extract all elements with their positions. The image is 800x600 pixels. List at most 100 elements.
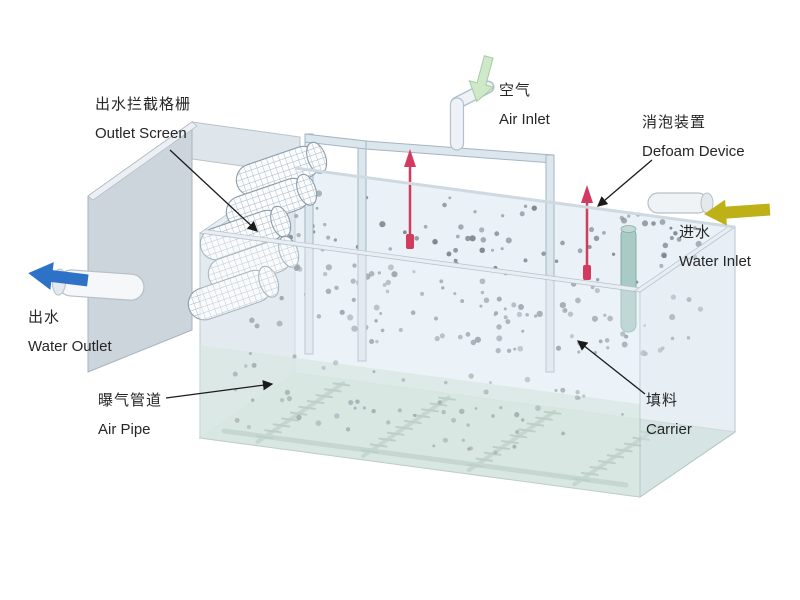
carrier-dot <box>574 395 580 401</box>
carrier-dot <box>374 319 378 323</box>
carrier-dot <box>371 408 376 414</box>
carrier-dot <box>251 362 257 368</box>
carrier-dot <box>316 314 322 319</box>
air-pipe-segment <box>420 408 439 413</box>
carrier-dot <box>500 214 505 218</box>
carrier-dot <box>451 417 457 423</box>
carrier-dot <box>296 414 302 421</box>
air-pipe-segment <box>255 435 274 440</box>
carrier-dot <box>569 334 574 339</box>
carrier-dot <box>234 417 240 423</box>
carrier-dot <box>460 299 465 303</box>
carrier-dot <box>441 409 446 415</box>
carrier-dot <box>323 222 327 227</box>
leader-air-pipe <box>165 380 274 399</box>
defoam-device-2 <box>581 185 593 280</box>
carrier-dot <box>598 339 603 344</box>
carrier-dot <box>505 319 511 325</box>
carrier-dot <box>496 296 502 302</box>
carrier-dot <box>465 331 471 337</box>
carrier-dot <box>534 314 538 318</box>
carrier-dot <box>495 347 501 354</box>
air-pipe-segment <box>289 411 308 416</box>
carrier-dot <box>368 271 375 277</box>
water-inlet-pipe <box>647 192 714 214</box>
carrier-dot <box>560 240 565 246</box>
carrier-dot <box>523 258 528 263</box>
air-pipe-segment <box>535 416 553 421</box>
carrier-dot <box>412 270 416 274</box>
label-air-inlet-en: Air Inlet <box>499 111 550 128</box>
carrier-dot <box>339 309 345 315</box>
carrier-dot <box>515 430 520 435</box>
carrier-dot <box>595 277 600 282</box>
carrier-dot <box>325 264 332 271</box>
carrier-dot <box>315 420 322 426</box>
carrier-dot <box>345 427 351 432</box>
air-pipe-segment <box>438 396 456 401</box>
carrier-dot <box>483 389 489 395</box>
air-pipe-segment <box>526 422 545 427</box>
carrier-dot <box>279 397 285 403</box>
carrier-dot <box>352 263 357 268</box>
back-rim <box>294 166 736 229</box>
air-pipe-segment <box>281 417 299 422</box>
carrier-dot <box>442 437 448 443</box>
air-pipe-segment <box>606 454 625 459</box>
air-pipe-segment <box>332 382 351 387</box>
carrier-dot <box>250 398 255 402</box>
carrier-dot <box>511 302 517 308</box>
label-air-pipe-en: Air Pipe <box>98 421 151 438</box>
air-pipe-segment <box>466 463 485 468</box>
carrier-dot <box>469 235 476 242</box>
carrier-dot <box>334 413 340 419</box>
carrier-dot <box>453 247 459 253</box>
carrier-dot <box>439 333 445 339</box>
carrier-dot <box>503 307 507 311</box>
label-carrier-zh: 填料 <box>646 392 679 409</box>
air-pipe-segment <box>323 388 342 393</box>
carrier-dot <box>602 231 606 235</box>
air-pipe-segment <box>543 410 562 415</box>
carrier-dot <box>603 313 607 317</box>
air-pipe-segment <box>395 425 414 430</box>
carrier-dot <box>379 312 383 316</box>
carrier-dot <box>517 345 524 352</box>
carrier-dot <box>388 247 392 251</box>
air-pipe-segment <box>272 423 291 428</box>
carrier-dot <box>555 345 562 351</box>
carrier-dot <box>326 235 331 240</box>
air-pipe-segment <box>509 434 528 439</box>
leader-defoam-device <box>597 159 653 207</box>
air-pipe-segment <box>589 465 608 471</box>
label-water-inlet-zh: 进水 <box>679 224 712 241</box>
carrier-dot <box>248 351 252 356</box>
label-air-inlet: 空气 Air Inlet <box>499 76 550 134</box>
carrier-dot <box>516 311 523 318</box>
carrier-dot <box>577 350 581 354</box>
carrier-dot <box>332 360 339 366</box>
carrier-dot <box>321 365 326 370</box>
air-pipe-segment <box>597 460 616 465</box>
carrier-dot <box>524 376 531 383</box>
carrier-dot <box>593 235 600 242</box>
screen-cylinder <box>235 141 328 197</box>
carrier-dot <box>465 235 471 242</box>
air-pipe-segment <box>483 451 502 456</box>
carrier-dot <box>398 327 403 333</box>
carrier-dot <box>531 205 537 211</box>
carrier-dot <box>621 217 628 224</box>
carrier-dot <box>355 399 360 404</box>
carrier-dot <box>254 323 260 329</box>
carrier-dot <box>624 334 629 339</box>
carrier-dot <box>676 237 682 242</box>
air-inlet-arrow <box>468 55 495 103</box>
carrier-dot <box>499 405 503 410</box>
carrier-dot <box>414 235 420 241</box>
carrier-dot <box>520 418 525 422</box>
air-pipe-segment <box>492 445 511 451</box>
carrier-dot <box>353 406 357 410</box>
label-carrier: 填料 Carrier <box>646 386 692 444</box>
carrier-dot <box>402 230 407 235</box>
carrier-dot <box>591 315 598 322</box>
